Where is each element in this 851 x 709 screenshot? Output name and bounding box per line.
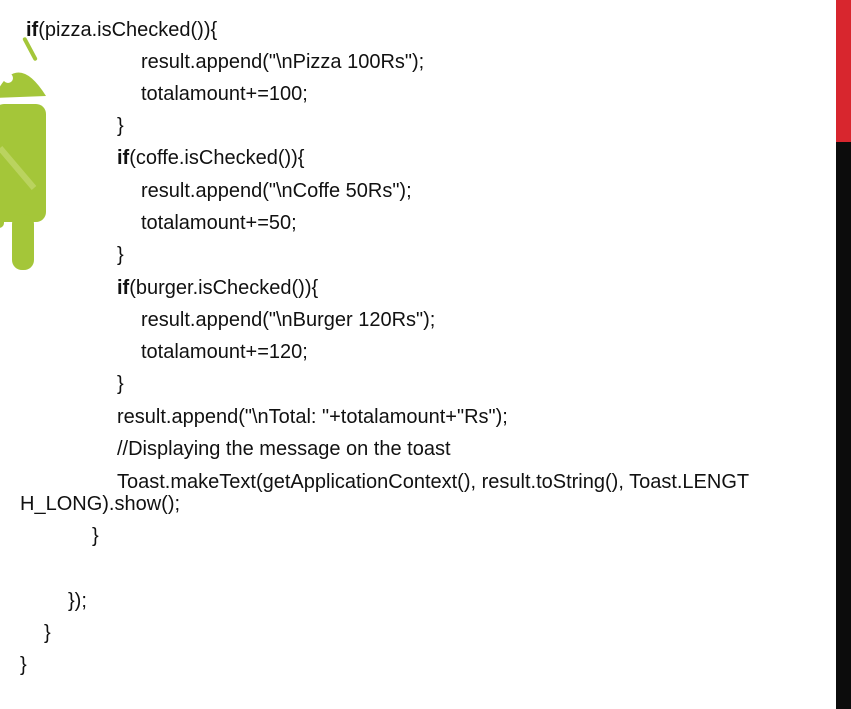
code-line-6: result.append("\nCoffe 50Rs"); [141,180,412,202]
code-line-12: } [117,373,124,395]
code-line-9: if(burger.isChecked()){ [117,277,319,299]
code-line-3: totalamount+=100; [141,83,308,105]
code-line-4: } [117,115,124,137]
code-line-5: if(coffe.isChecked()){ [117,147,305,169]
right-accent-bar [836,0,851,709]
code-line-18: }); [68,590,87,612]
android-robot-icon [0,37,46,270]
code-line-20: } [20,654,27,676]
code-line-1: if(pizza.isChecked()){ [26,19,218,41]
code-line-8: } [117,244,124,266]
right-accent-bar-red [836,0,851,142]
code-line-14: //Displaying the message on the toast [117,438,451,460]
code-line-15: Toast.makeText(getApplicationContext(), … [117,471,750,493]
code-line-17: } [92,525,99,547]
code-line-7: totalamount+=50; [141,212,297,234]
code-line-19: } [44,622,51,644]
code-line-11: totalamount+=120; [141,341,308,363]
code-line-16: H_LONG).show(); [20,493,181,515]
code-line-2: result.append("\nPizza 100Rs"); [141,51,425,73]
code-line-10: result.append("\nBurger 120Rs"); [141,309,436,331]
code-line-13: result.append("\nTotal: "+totalamount+"R… [117,406,508,428]
